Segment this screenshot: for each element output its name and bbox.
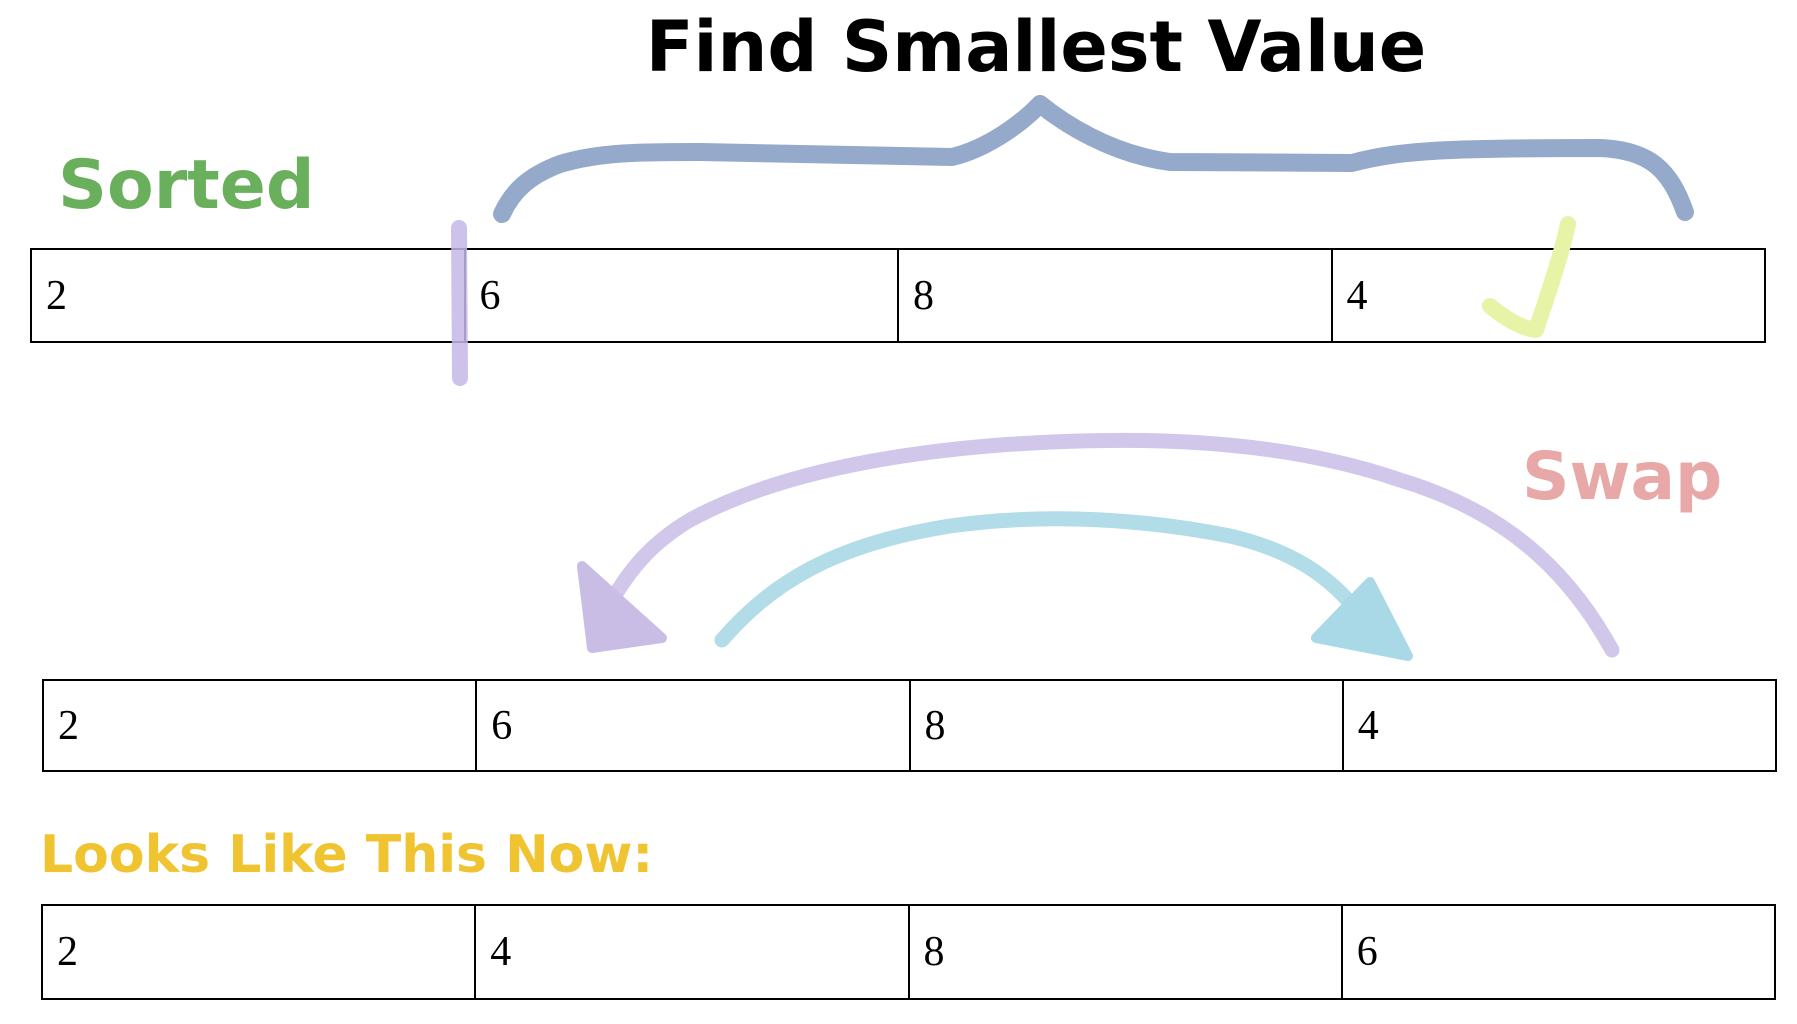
array-cell: 6 [463, 250, 898, 341]
array-cell: 8 [907, 906, 1341, 998]
curly-brace-icon [493, 95, 1694, 223]
swap-label: Swap [1522, 438, 1723, 515]
array-cell: 2 [44, 681, 475, 770]
cell-value: 8 [924, 702, 946, 749]
array-before: 2 6 8 4 [30, 248, 1766, 343]
cell-value: 2 [58, 702, 79, 749]
result-label: Looks Like This Now: [40, 825, 654, 885]
cell-value: 6 [479, 272, 501, 319]
array-cell: 4 [1330, 250, 1765, 341]
cell-value: 8 [913, 272, 934, 319]
array-cell: 4 [1341, 681, 1775, 770]
swap-arrow-right-icon [714, 511, 1368, 648]
array-after: 2 4 8 6 [41, 904, 1776, 1000]
array-cell: 8 [897, 250, 1331, 341]
array-swap-step: 2 6 8 4 [42, 679, 1777, 772]
swap-arrow-left-icon [604, 432, 1620, 658]
cell-value: 4 [1357, 702, 1379, 749]
sorted-label: Sorted [58, 146, 315, 225]
arrow-head-left-icon [577, 561, 667, 653]
cell-value: 6 [491, 702, 513, 749]
array-cell: 6 [475, 681, 908, 770]
cell-value: 4 [1346, 272, 1368, 319]
array-cell: 2 [43, 906, 474, 998]
cell-value: 4 [490, 929, 512, 975]
arrow-head-right-icon [1311, 577, 1413, 661]
array-cell: 6 [1340, 906, 1774, 998]
cell-value: 8 [923, 929, 945, 975]
cell-value: 2 [46, 272, 67, 319]
array-cell: 2 [32, 250, 464, 341]
cell-value: 6 [1356, 929, 1378, 975]
array-cell: 4 [474, 906, 907, 998]
cell-value: 2 [57, 929, 78, 975]
array-cell: 8 [908, 681, 1342, 770]
title: Find Smallest Value [645, 6, 1427, 88]
